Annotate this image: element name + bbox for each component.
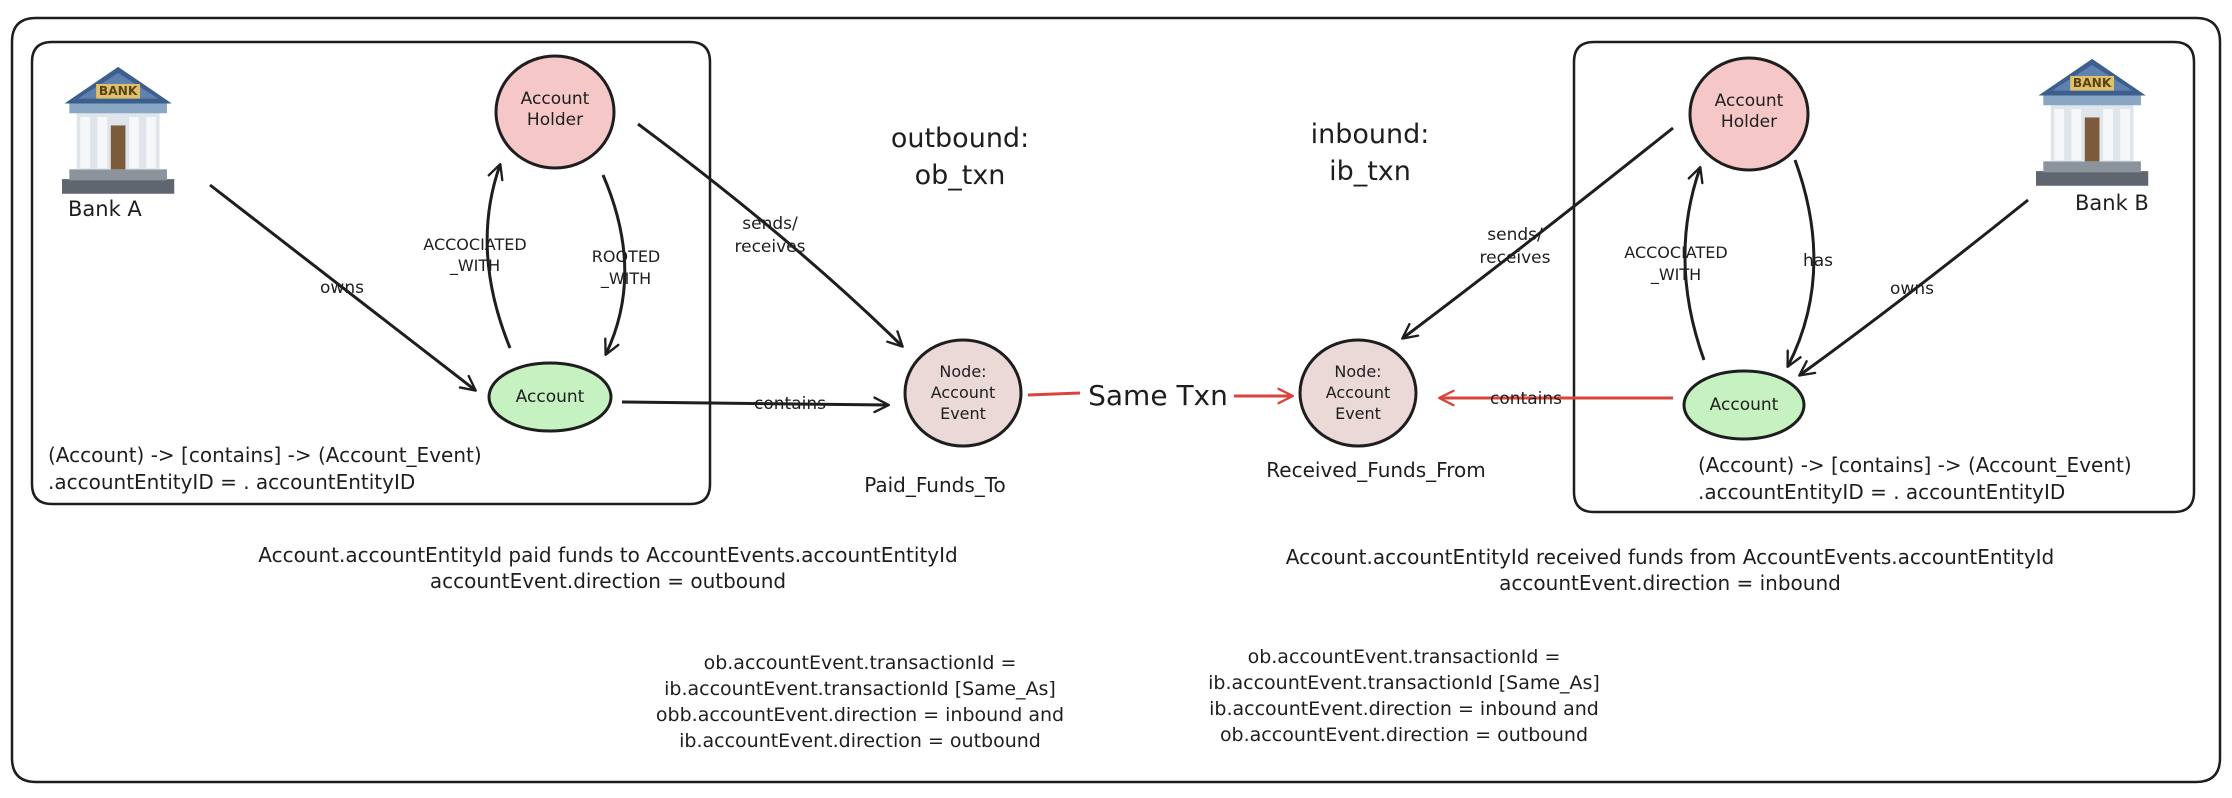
outbound-event-node bbox=[903, 338, 1023, 448]
right-associated-arrow bbox=[1683, 165, 1706, 361]
bank-building-icon: BANK bbox=[62, 66, 175, 194]
inbound-event-line3: Event bbox=[1335, 404, 1381, 423]
right-associated-line1: ACCOCIATED bbox=[1624, 243, 1727, 262]
left-sends-line1: sends/ bbox=[742, 214, 798, 234]
right-has-label: has bbox=[1803, 251, 1833, 271]
left-rooted-arrow bbox=[601, 174, 627, 356]
inbound-event-node bbox=[1298, 338, 1418, 448]
left-holder-line2: Holder bbox=[527, 110, 583, 130]
left-join-line1: ob.accountEvent.transactionId = bbox=[704, 652, 1017, 674]
left-owns-arrow bbox=[209, 183, 477, 392]
left-caption-line2: accountEvent.direction = outbound bbox=[430, 569, 786, 593]
right-sends-line1: sends/ bbox=[1487, 225, 1543, 245]
left-sends-arrow bbox=[637, 122, 904, 348]
paid-funds-to-label: Paid_Funds_To bbox=[864, 473, 1006, 497]
left-join-line4: ib.accountEvent.direction = outbound bbox=[679, 730, 1041, 752]
outer-frame bbox=[10, 16, 2222, 784]
right-account-holder-node bbox=[1688, 56, 1810, 172]
left-owns-label: owns bbox=[320, 278, 364, 298]
bank-a-label: Bank A bbox=[68, 197, 142, 221]
right-holder-line2: Holder bbox=[1721, 112, 1777, 132]
right-rule-line1: (Account) -> [contains] -> (Account_Even… bbox=[1698, 453, 2132, 477]
inbound-line2: ib_txn bbox=[1329, 156, 1411, 187]
right-owns-arrow bbox=[1798, 198, 2029, 377]
bank-b-sign: BANK bbox=[2073, 76, 2112, 90]
bank-a-sign: BANK bbox=[99, 84, 138, 98]
left-join-line2: ib.accountEvent.transactionId [Same_As] bbox=[664, 678, 1056, 700]
right-join-line1: ob.accountEvent.transactionId = bbox=[1248, 646, 1561, 668]
outbound-event-line1: Node: bbox=[939, 362, 986, 381]
left-contains-label: contains bbox=[754, 394, 826, 414]
outbound-event-line3: Event bbox=[940, 404, 986, 423]
left-join-line3: obb.accountEvent.direction = inbound and bbox=[656, 704, 1064, 726]
right-join-line2: ib.accountEvent.transactionId [Same_As] bbox=[1208, 672, 1600, 694]
bank-b-box bbox=[1572, 40, 2196, 514]
inbound-event-line2: Account bbox=[1326, 383, 1391, 402]
right-associated-line2: _WITH bbox=[1650, 265, 1701, 285]
right-join-line4: ob.accountEvent.direction = outbound bbox=[1220, 724, 1588, 746]
bank-building-icon: BANK bbox=[2036, 58, 2149, 186]
left-associated-line2: _WITH bbox=[449, 256, 500, 276]
received-funds-from-label: Received_Funds_From bbox=[1266, 458, 1485, 482]
inbound-line1: inbound: bbox=[1311, 119, 1430, 150]
right-contains-label: contains bbox=[1490, 389, 1562, 409]
right-join-line3: ib.accountEvent.direction = inbound and bbox=[1209, 698, 1599, 720]
same-txn-label: Same Txn bbox=[1088, 379, 1228, 412]
left-caption-line1: Account.accountEntityId paid funds to Ac… bbox=[258, 543, 957, 567]
right-sends-arrow bbox=[1401, 126, 1674, 340]
bank-b-label: Bank B bbox=[2075, 191, 2149, 215]
left-sends-line2: receives bbox=[735, 237, 806, 257]
outbound-line2: ob_txn bbox=[915, 160, 1006, 191]
right-caption-line1: Account.accountEntityId received funds f… bbox=[1286, 545, 2055, 569]
right-rule-line2: .accountEntityID = . accountEntityID bbox=[1698, 480, 2065, 504]
right-account-node bbox=[1682, 369, 1806, 441]
left-account-node bbox=[487, 361, 613, 433]
left-associated-line1: ACCOCIATED bbox=[423, 235, 526, 254]
outbound-event-line2: Account bbox=[931, 383, 996, 402]
right-has-arrow bbox=[1786, 159, 1816, 368]
inbound-event-line1: Node: bbox=[1334, 362, 1381, 381]
left-rule-line1: (Account) -> [contains] -> (Account_Even… bbox=[48, 443, 482, 467]
right-holder-line1: Account bbox=[1715, 91, 1784, 111]
left-rule-line2: .accountEntityID = . accountEntityID bbox=[48, 470, 415, 494]
left-holder-line1: Account bbox=[521, 89, 590, 109]
outbound-line1: outbound: bbox=[891, 123, 1029, 154]
left-rooted-line2: _WITH bbox=[600, 269, 651, 289]
right-owns-label: owns bbox=[1890, 279, 1934, 299]
left-account-holder-node bbox=[494, 54, 616, 170]
left-contains-arrow bbox=[621, 396, 891, 414]
right-account-label: Account bbox=[1710, 395, 1779, 415]
same-txn-arrow-left bbox=[1027, 391, 1081, 397]
left-rooted-line1: ROOTED bbox=[592, 247, 661, 266]
right-sends-line2: receives bbox=[1480, 248, 1551, 268]
left-account-label: Account bbox=[516, 387, 585, 407]
bank-a-box bbox=[30, 40, 712, 506]
right-caption-line2: accountEvent.direction = inbound bbox=[1499, 571, 1841, 595]
left-associated-arrow bbox=[485, 162, 512, 349]
